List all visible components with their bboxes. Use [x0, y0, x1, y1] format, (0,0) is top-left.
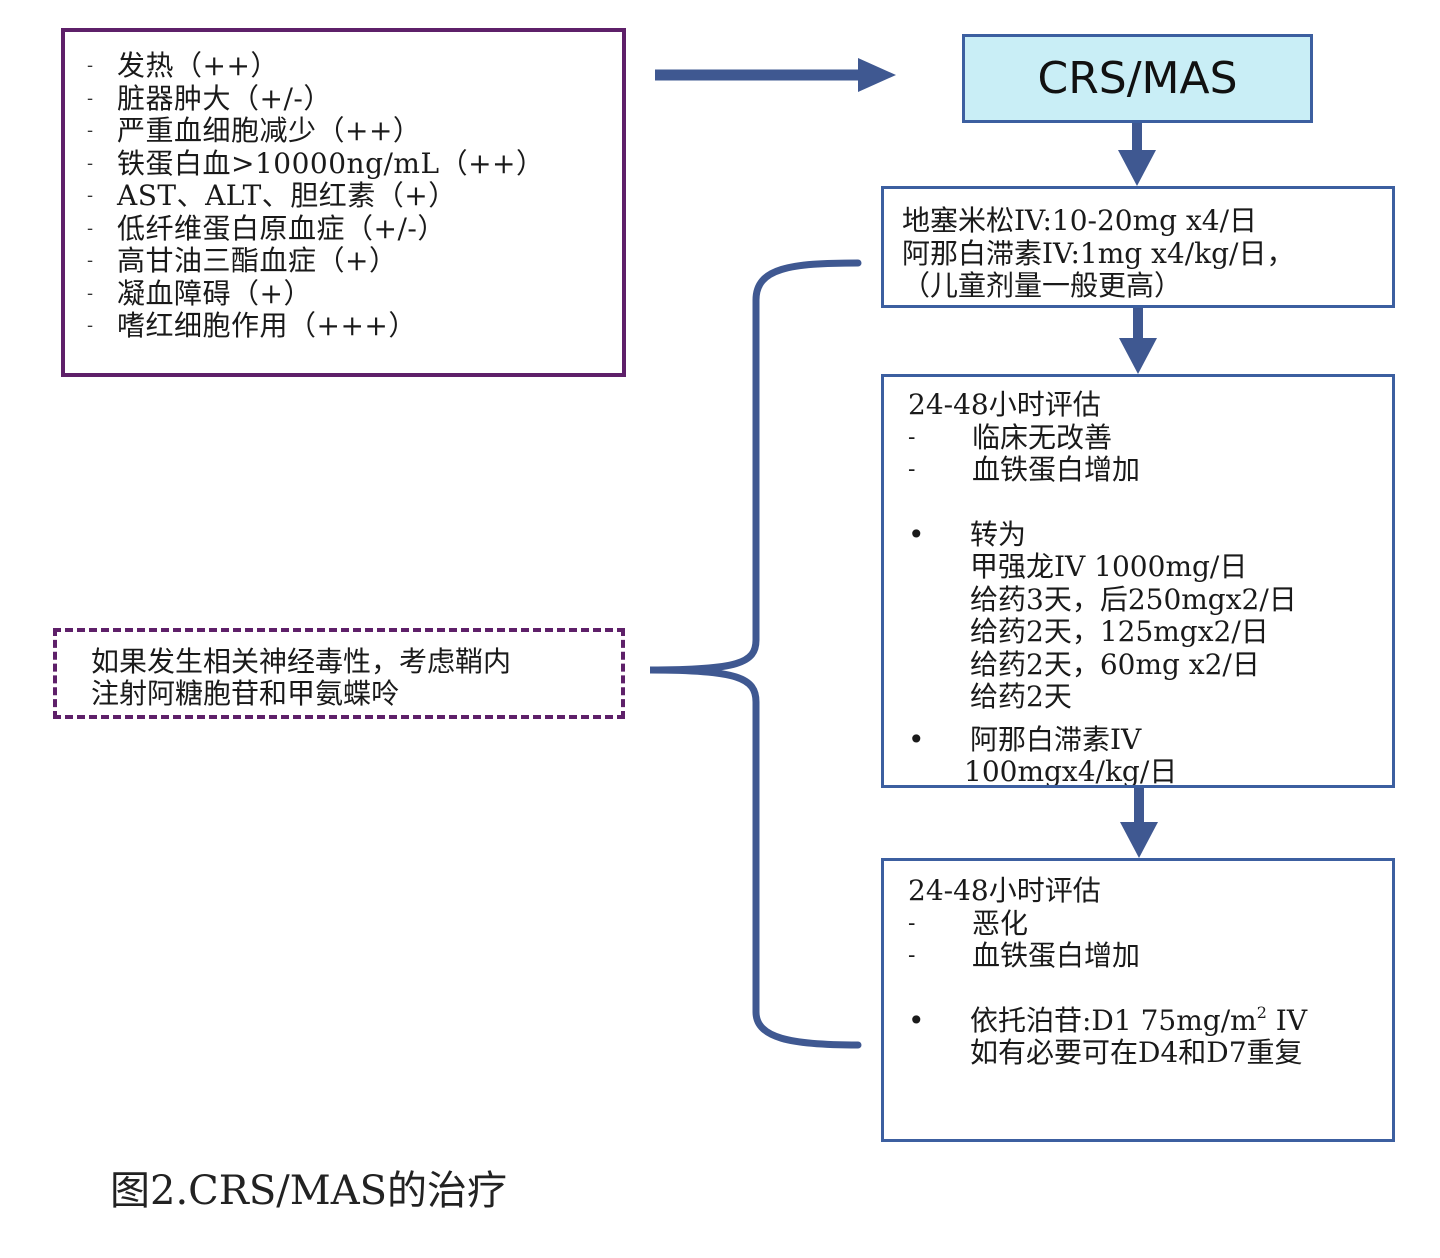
dash-marker: -: [87, 217, 94, 239]
initial-treatment-box: 地塞米松IV:10-20mg x4/日 阿那白滞素IV:1mg x4/kg/日，…: [881, 186, 1395, 308]
dash-marker: -: [87, 55, 94, 76]
bullet-marker: •: [908, 1003, 925, 1037]
neuro-line: 注射阿糖胞苷和甲氨蝶呤: [91, 677, 400, 710]
condition-item: -临床无改善: [908, 420, 1113, 454]
evaluation-heading: 24-48小时评估: [908, 874, 1101, 907]
symptom-item: -AST、ALT、胆红素（+）: [87, 179, 457, 212]
spacer: [908, 973, 1392, 1005]
arrow-box2-to-box3: [1120, 788, 1158, 858]
condition-item: -恶化: [908, 906, 1029, 940]
dash-marker: -: [87, 87, 94, 109]
symptom-item: -低纤维蛋白原血症（+/-）: [87, 211, 446, 245]
second-evaluation-box: 24-48小时评估 -恶化 -血铁蛋白增加 • 依托泊苷:D1 75mg/m2 …: [881, 858, 1395, 1142]
bullet-line: 甲强龙IV 1000mg/日: [970, 550, 1248, 583]
evaluation-heading: 24-48小时评估: [908, 388, 1101, 421]
treatment-line: 阿那白滞素IV:1mg x4/kg/日，: [902, 236, 1295, 270]
bullet-line: 给药2天，125mgx2/日: [970, 615, 1269, 648]
bullet-line: 阿那白滞素IV: [970, 722, 1142, 756]
symptom-item: -脏器肿大（+/-）: [87, 81, 332, 115]
dash-marker: -: [908, 457, 916, 482]
spacer: [908, 487, 1392, 519]
neurotoxicity-box: 如果发生相关神经毒性，考虑鞘内 注射阿糖胞苷和甲氨蝶呤: [53, 628, 625, 719]
curly-brace: [649, 259, 862, 1049]
dash-marker: -: [87, 185, 94, 206]
bullet-item-etoposide: • 依托泊苷:D1 75mg/m2 IV 如有必要可在D4和D7重复: [908, 1002, 1392, 1070]
symptom-item: -凝血障碍（+）: [87, 276, 312, 310]
dash-marker: -: [87, 282, 94, 304]
symptom-item: -铁蛋白血>10000ng/mL（++）: [87, 146, 545, 180]
treatment-line: 地塞米松IV:10-20mg x4/日: [902, 204, 1258, 237]
neuro-line: 如果发生相关神经毒性，考虑鞘内: [91, 645, 512, 678]
condition-item: -血铁蛋白增加: [908, 453, 1141, 486]
dash-marker: -: [908, 943, 916, 968]
bullet-line: 转为: [970, 517, 1027, 551]
bullet-marker: •: [908, 722, 925, 756]
treatment-line: （儿童剂量一般更高）: [902, 269, 1183, 302]
bullet-line: 给药2天，60mg x2/日: [970, 647, 1260, 681]
bullet-line: 如有必要可在D4和D7重复: [970, 1036, 1303, 1069]
arrow-crs-to-box1: [1118, 123, 1156, 186]
bullet-marker: •: [908, 517, 925, 551]
bullet-line: 依托泊苷:D1 75mg/m2 IV: [970, 1002, 1308, 1037]
condition-item: -血铁蛋白增加: [908, 939, 1141, 972]
symptom-item: -发热（++）: [87, 49, 279, 82]
symptom-box: -发热（++） -脏器肿大（+/-） -严重血细胞减少（++） -铁蛋白血>10…: [61, 28, 626, 377]
bullet-item-methylprednisolone: • 转为 甲强龙IV 1000mg/日 给药3天，后250mgx2/日 给药2天…: [908, 517, 1392, 714]
symptom-item: -高甘油三酯血症（+）: [87, 244, 398, 277]
bullet-line: 100mgx4/kg/日: [964, 755, 1178, 788]
symptom-item: -嗜红细胞作用（+++）: [87, 309, 417, 342]
dash-marker: -: [87, 152, 94, 174]
symptom-item: -严重血细胞减少（++）: [87, 114, 422, 147]
dash-marker: -: [87, 250, 94, 271]
first-evaluation-box: 24-48小时评估 -临床无改善 -血铁蛋白增加 • 转为 甲强龙IV 1000…: [881, 374, 1395, 788]
bullet-item-anakinra: • 阿那白滞素IV 100mgx4/kg/日: [908, 722, 1392, 788]
dash-marker: -: [908, 910, 916, 936]
bullet-line: 给药2天: [970, 680, 1072, 713]
dash-marker: -: [87, 315, 94, 336]
dash-marker: -: [87, 120, 94, 141]
bullet-line: 给药3天，后250mgx2/日: [970, 582, 1297, 616]
figure-caption: 图2.CRS/MAS的治疗: [110, 1168, 508, 1214]
arrow-to-crs: [655, 58, 896, 92]
arrow-box1-to-box2: [1119, 308, 1157, 374]
crs-mas-box: CRS/MAS: [962, 34, 1313, 123]
dash-marker: -: [908, 424, 916, 450]
